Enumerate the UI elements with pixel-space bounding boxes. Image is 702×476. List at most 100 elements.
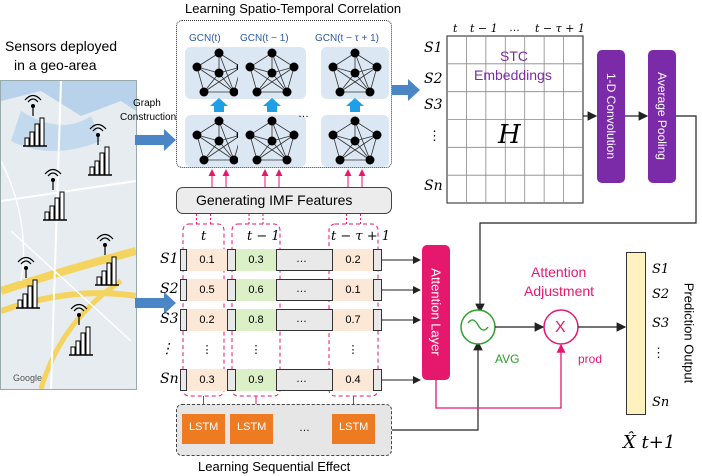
gcn-graph-bottom-1-node [252,155,262,165]
seq-row-2 [180,309,382,331]
gcn-graph-top-1-edge [249,66,288,93]
seq-row-orange-cell [332,369,374,391]
gcn-graph-bottom-1-node [282,155,292,165]
seq-row-orange-cell [186,279,228,301]
top-row-s3: S3 [424,97,443,113]
gcn-graph-bottom-2-node [350,136,360,146]
gcn-graph-top-2-node [328,62,338,72]
seq-row-green-cell [235,369,277,391]
sensor-wave [92,127,104,132]
output-row-label: Sn [652,395,670,410]
avg-label: AVG [495,352,520,366]
stc-line2: Embeddings [474,67,552,83]
prediction-output-label: Prediction Output [681,282,697,384]
top-row-dots: ⋮ [428,128,441,143]
output-row-label: S1 [652,262,670,277]
lstm-label: LSTM [237,421,267,433]
gcn-graph-top-1-edge [256,66,295,93]
gcn-ellipsis: … [298,108,309,120]
seq-cell-value: 0.6 [248,284,264,296]
top-time-ellipsis: … [509,22,520,34]
seq-row-green-cell [235,249,277,271]
output-row-label: S2 [652,287,670,302]
gcn-graph-bottom-0-node [192,130,202,140]
title-bottom: Learning Sequential Effect [198,459,351,474]
seq-cell-value: 0.1 [345,284,361,296]
seq-cell-value: 0.3 [248,254,264,266]
lstm-label: LSTM [189,421,219,433]
imf-label: Generating IMF Features [196,192,353,208]
gcn-graph-bottom-2-node [335,155,345,165]
gcn-graph-bottom-0-node [199,155,209,165]
seq-cell-value: 0.2 [345,254,361,266]
lstm-block-t [182,414,225,444]
h-matrix-label: H [498,120,521,150]
seq-cell-value: 0.4 [345,374,361,386]
gcn-graph-top-0-node [214,68,224,78]
gcn-graph-top-2-node [350,68,360,78]
gcn-graph-top-2-edge [332,66,371,93]
map-to-gcn-arrow [135,129,176,151]
seq-row-4 [180,369,382,391]
seq-time-t-tau: t − τ + 1 [331,229,391,244]
seq-cell-value: 0.2 [199,314,215,326]
output-row-label: S3 [652,316,670,331]
lstm-block-t-tau [332,414,375,444]
graph-construction-line2: Construction [120,112,177,123]
seq-row-ellipsis: … [296,253,307,265]
conv-block [597,50,625,183]
sensor-wave [96,233,114,240]
imf-box [176,187,392,214]
gcn-graph-bottom-1-edge [249,134,288,161]
gcn-graph-bottom-1-node [289,130,299,140]
gcn-graph-top-0-node [199,87,209,97]
sensor-map: Google [0,80,137,390]
gcn-graph-bottom-0-edge [203,134,242,161]
gcn-graph-top-1-node [245,62,255,72]
seq-time-t-1: t − 1 [247,229,280,244]
gcn-graph-top-1-node [289,62,299,72]
gcn-graph-bottom-1-node [267,116,277,126]
gcn-graph-bottom-2-node [328,130,338,140]
seq-row-label: ⋮ [160,341,174,357]
attention-layer-label: Attention Layer [428,268,444,356]
gcn-graph-bottom-2-edge [332,134,371,161]
top-time-t: t [453,22,458,35]
gcn-graph-bottom-1-edge [256,134,295,161]
seq-row-orange-cell [186,369,228,391]
gcn-graph-top-2-edge [354,52,371,93]
seq-cell-value: ⋮ [250,344,262,356]
seq-row-1 [180,279,382,301]
seq-row-green-cell [235,279,277,301]
seq-row-orange-cell [332,309,374,331]
top-row-s2: S2 [424,71,443,87]
prod-x-symbol: X [555,319,566,336]
seq-row-label: S3 [160,311,179,327]
gcn-to-stc-arrow [392,79,420,101]
seq-row-label: S1 [160,251,179,267]
seq-cell-value: 0.3 [199,374,215,386]
gcn-graph-bottom-2-node [350,116,360,126]
sensor-wave [20,260,32,265]
gcn-graph-bottom-2-edge [354,120,371,161]
prod-label: prod [578,352,603,366]
seq-row-ellipsis: … [296,313,307,325]
sensor-wave [24,94,42,101]
gcn-up-arrow-1 [263,98,281,112]
gcn-graph-top-1-node [252,87,262,97]
seq-cell-value: 0.7 [345,314,361,326]
avg-node [460,309,496,345]
gcn-up-arrow-2 [346,98,364,112]
gcn-graph-bottom-0-edge [218,120,235,161]
seq-row-label: S2 [160,281,179,297]
seq-row-orange-cell [186,249,228,271]
pool-block [648,50,676,183]
seq-time-t: t [201,229,207,244]
pool-to-avg-arrow [475,115,697,314]
sensor-wave [44,168,62,175]
output-row-label: ⋮ [652,345,665,360]
xhat-label: X̂ t+1 [623,432,676,453]
seq-row-0 [180,249,382,271]
sensor-icons [16,94,119,356]
attention-layer-block [422,245,450,380]
